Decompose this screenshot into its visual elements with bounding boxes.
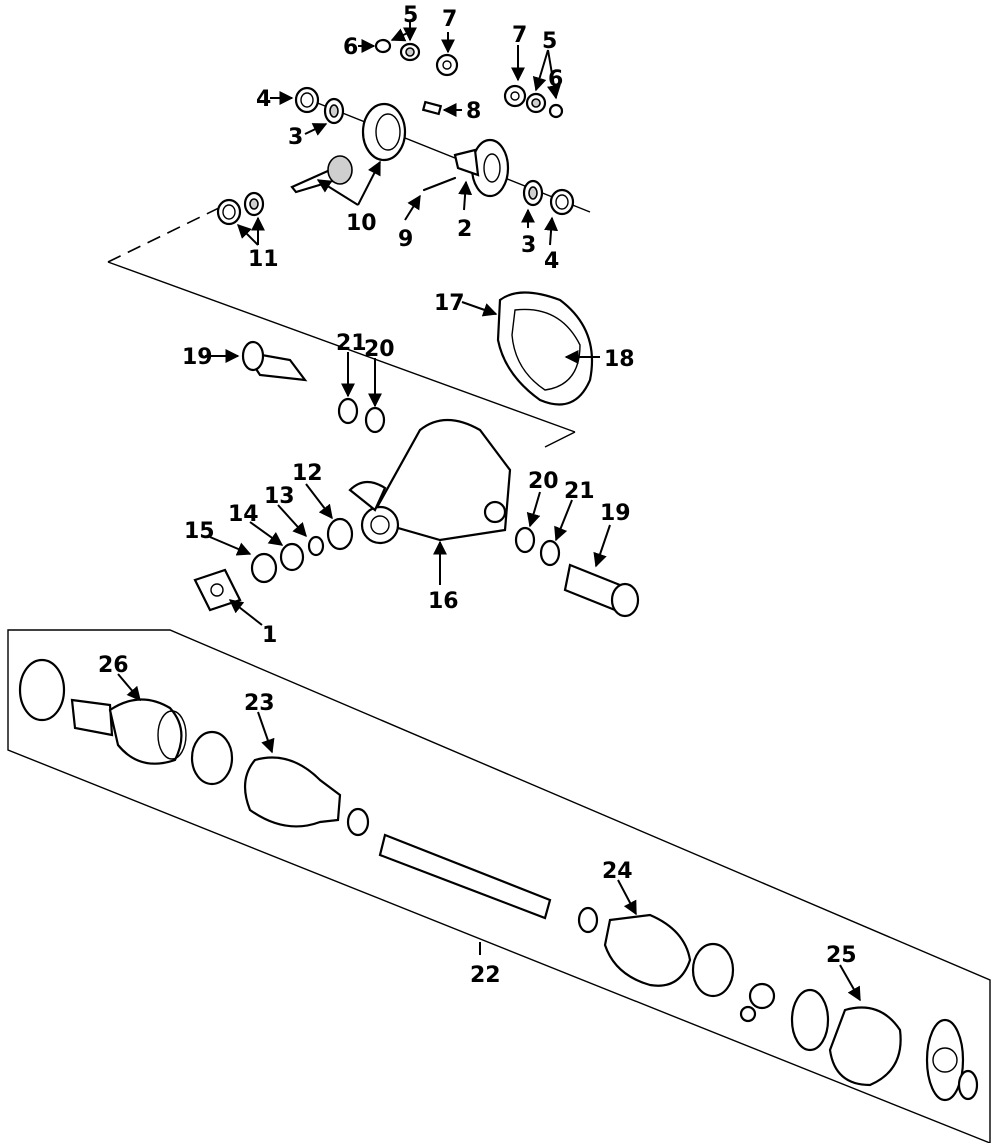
- gear-set-group: [107, 38, 591, 448]
- boot-clamp: [190, 730, 234, 786]
- axle-seal-20: [514, 526, 536, 554]
- pinion-gear-7: [435, 53, 459, 77]
- ring-gear-10: [361, 102, 407, 162]
- output-flange-19: [563, 563, 640, 618]
- tripod-joint: [739, 982, 776, 1023]
- thrust-washer-6: [548, 103, 564, 119]
- differential-case-2: [453, 138, 510, 198]
- callout-24: 24: [602, 859, 633, 884]
- callout-26: 26: [98, 653, 129, 678]
- callout-12: 12: [292, 461, 323, 486]
- side-gear-5: [399, 42, 421, 62]
- bearing-cup-4: [549, 188, 575, 216]
- pinion-gear-7: [503, 84, 527, 108]
- pinion-bearing-11: [216, 191, 265, 226]
- callout-14: 14: [228, 502, 259, 527]
- output-flange-19: [241, 340, 308, 382]
- dust-shield: [18, 658, 66, 722]
- callout-4: 4: [544, 249, 559, 274]
- ring-gear-bolt-8: [421, 100, 443, 116]
- assembly-guide-line: [107, 261, 576, 433]
- callout-5: 5: [542, 29, 557, 54]
- callout-20: 20: [364, 337, 395, 362]
- callout-7: 7: [512, 23, 527, 48]
- callout-18: 18: [604, 347, 635, 372]
- thrust-washer-6: [374, 38, 392, 54]
- callout-6: 6: [548, 67, 563, 92]
- callout-19: 19: [182, 345, 213, 370]
- callout-8: 8: [466, 99, 481, 124]
- callout-7: 7: [442, 7, 457, 32]
- outer-cv-joint-26: [70, 698, 187, 765]
- boot-clamp: [577, 906, 599, 934]
- callout-1: 1: [262, 623, 277, 648]
- front-bearing-14: [279, 542, 305, 572]
- halfshaft-group: [7, 629, 991, 1143]
- callout-9: 9: [398, 227, 413, 252]
- companion-flange-1: [193, 568, 242, 612]
- leader-lines: [117, 22, 861, 1002]
- callout-16: 16: [428, 589, 459, 614]
- bearing-cup-15: [250, 552, 278, 584]
- callout-21: 21: [564, 479, 595, 504]
- assembly-dash-line: [107, 204, 226, 263]
- callout-labels: 6 5 7 7 5 6 4 3 8 10 9 2 3 4 11 17 18 19…: [98, 3, 857, 988]
- inner-boot-24: [603, 913, 692, 987]
- callout-2: 2: [457, 217, 472, 242]
- callout-21: 21: [336, 331, 367, 356]
- crush-sleeve-13: [307, 535, 325, 557]
- bearing-cup-4: [294, 86, 320, 114]
- outer-boot-23: [243, 756, 342, 828]
- callout-3: 3: [521, 233, 536, 258]
- boot-clamp: [691, 942, 735, 998]
- axle-housing-16: [348, 419, 512, 545]
- housing-group: [193, 291, 640, 618]
- bearing-cone-3: [323, 97, 345, 125]
- callout-23: 23: [244, 691, 275, 716]
- boot-retainer: [790, 988, 830, 1052]
- callout-19: 19: [600, 501, 631, 526]
- pinion-shaft-9: [422, 176, 457, 192]
- callout-17: 17: [434, 291, 465, 316]
- callout-11: 11: [248, 247, 279, 272]
- side-gear-5: [525, 92, 547, 114]
- axle-bearing-21: [337, 397, 359, 425]
- pinion-seal-12: [326, 517, 354, 551]
- callout-22: 22: [470, 963, 501, 988]
- inner-cv-joint-25: [828, 1006, 979, 1102]
- callout-25: 25: [826, 943, 857, 968]
- rear-cover-18: [496, 291, 594, 406]
- assembly-guide-line: [544, 431, 576, 448]
- callout-5: 5: [403, 3, 418, 28]
- boot-clamp: [346, 807, 370, 837]
- callout-4: 4: [256, 87, 271, 112]
- halfshaft-bar: [378, 833, 552, 920]
- axle-bearing-21: [539, 539, 561, 567]
- callout-20: 20: [528, 469, 559, 494]
- callout-6: 6: [343, 35, 358, 60]
- callout-10: 10: [346, 211, 377, 236]
- drive-pinion-10: [290, 155, 353, 194]
- bearing-cone-3: [522, 179, 544, 207]
- callout-3: 3: [288, 125, 303, 150]
- callout-15: 15: [184, 519, 215, 544]
- callout-13: 13: [264, 484, 295, 509]
- halfshaft-outline-box: [7, 629, 991, 1143]
- axle-seal-20: [364, 406, 386, 434]
